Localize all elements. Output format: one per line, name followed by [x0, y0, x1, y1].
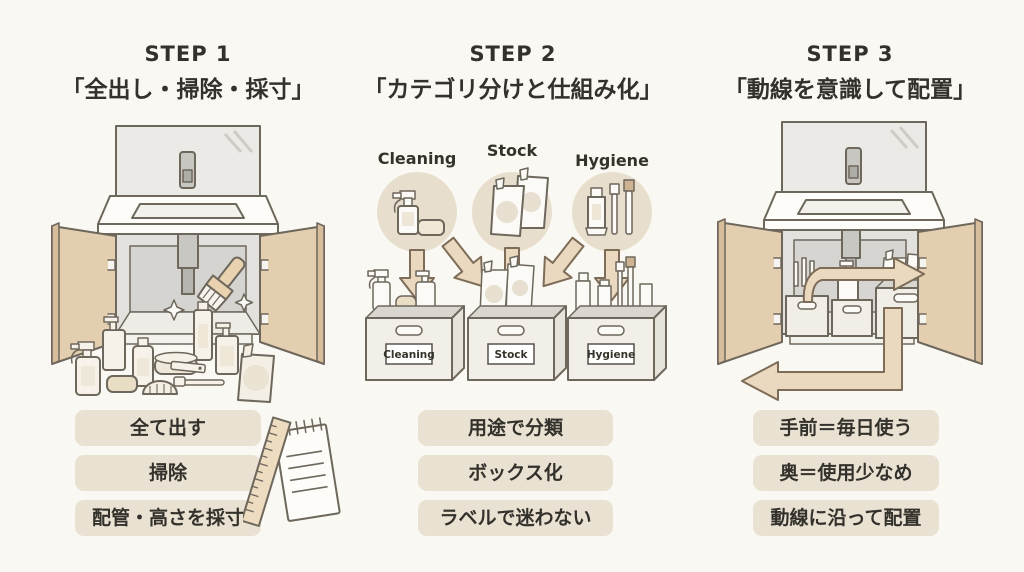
- faucet-icon: [845, 147, 862, 185]
- bottle-icon: [132, 337, 154, 387]
- toothpaste-tube-icon: [575, 272, 591, 311]
- tall-bottle-icon: [193, 301, 213, 361]
- storage-box-stock: Stock: [467, 255, 567, 381]
- box-label-stock: Stock: [494, 349, 528, 361]
- storage-box-hygiene: Hygiene: [567, 256, 667, 381]
- notepad-icon: [273, 417, 341, 522]
- step2-title: 「カテゴリ分けと仕組み化」: [363, 77, 663, 103]
- sink-counter: [763, 191, 945, 231]
- note-pill: 動線に沿って配置: [753, 500, 939, 536]
- sponge-icon: [106, 375, 138, 393]
- refill-pouch-icon: [237, 343, 275, 403]
- pump-bottle-icon: [102, 316, 126, 371]
- step2-illustration: Cleaning Stock Hygiene: [365, 141, 667, 381]
- box-label-hygiene: Hygiene: [587, 349, 635, 361]
- toothbrush-icon: [609, 179, 635, 235]
- cabinet-door-left: [51, 222, 117, 365]
- category-label-cleaning: Cleaning: [378, 149, 457, 168]
- cabinet-door-right: [917, 218, 983, 365]
- note-pill: 掃除: [75, 455, 261, 491]
- toothbrush-icon: [793, 261, 799, 287]
- flat-bar-icon: [170, 360, 206, 374]
- note-pill: 手前＝毎日使う: [753, 410, 939, 446]
- toothbrush-icon: [173, 376, 225, 387]
- bottle-icon: [597, 279, 612, 311]
- sparkle-icon: [163, 293, 254, 321]
- flow-arrow-right-icon: [802, 257, 925, 303]
- measuring-tools-illustration: [243, 416, 341, 527]
- step1-notes: 全て出す 掃除 配管・高さを採寸: [75, 410, 261, 545]
- refill-pouch-icon: [505, 255, 535, 313]
- flow-arrow-left-icon: [741, 307, 903, 401]
- box-label-cleaning: Cleaning: [383, 349, 435, 361]
- hygiene-category-circle: [572, 172, 652, 252]
- note-pill: 全て出す: [75, 410, 261, 446]
- step3-illustration: [717, 121, 983, 401]
- cabinet-door-left: [717, 218, 783, 365]
- note-pill: ラベルで迷わない: [418, 500, 613, 536]
- step1-title: 「全出し・掃除・採寸」: [61, 77, 315, 103]
- step2-column: STEP 2 「カテゴリ分けと仕組み化」 Cleaning Stock Hygi…: [358, 0, 668, 572]
- step1-column: STEP 1 「全出し・掃除・採寸」: [28, 0, 348, 572]
- diagonal-arrow-icon: [542, 236, 585, 288]
- sink-counter: [97, 195, 279, 235]
- step1-illustration: [51, 125, 325, 403]
- toothpaste-tube-icon: [585, 187, 608, 236]
- step2-label: STEP 2: [469, 42, 557, 66]
- refill-pouch-icon: [479, 260, 509, 317]
- storage-box-cleaning: Cleaning: [365, 269, 465, 381]
- sponge-icon: [417, 219, 445, 236]
- step2-notes: 用途で分類 ボックス化 ラベルで迷わない: [418, 410, 613, 545]
- step3-title: 「動線を意識して配置」: [723, 77, 977, 103]
- scrub-brush-icon: [142, 380, 178, 395]
- pump-bottle-icon: [215, 322, 239, 375]
- note-pill: 用途で分類: [418, 410, 613, 446]
- step3-notes: 手前＝毎日使う 奥＝使用少なめ 動線に沿って配置: [753, 410, 939, 545]
- cabinet-door-right: [259, 222, 325, 365]
- faucet-icon: [179, 151, 196, 189]
- step3-label: STEP 3: [806, 42, 894, 66]
- category-label-hygiene: Hygiene: [575, 151, 649, 170]
- step1-label: STEP 1: [144, 42, 232, 66]
- bottle-icon: [639, 283, 653, 309]
- refill-pouch-icon: [490, 177, 525, 237]
- note-pill: 配管・高さを採寸: [75, 500, 261, 536]
- note-pill: ボックス化: [418, 455, 613, 491]
- stock-category-circle: [472, 167, 552, 252]
- spray-bottle-icon: [367, 269, 391, 311]
- cleaning-brush-icon: [196, 256, 246, 312]
- ruler-icon: [243, 416, 292, 527]
- cleaning-category-circle: [377, 172, 457, 252]
- spray-bottle-icon: [70, 341, 101, 396]
- drain-pipe-icon: [177, 233, 199, 295]
- toothbrush-icon: [801, 257, 807, 287]
- note-pill: 奥＝使用少なめ: [753, 455, 939, 491]
- step3-column: STEP 3 「動線を意識して配置」: [688, 0, 1012, 572]
- pump-bottle-icon: [415, 270, 436, 311]
- category-label-stock: Stock: [487, 141, 538, 160]
